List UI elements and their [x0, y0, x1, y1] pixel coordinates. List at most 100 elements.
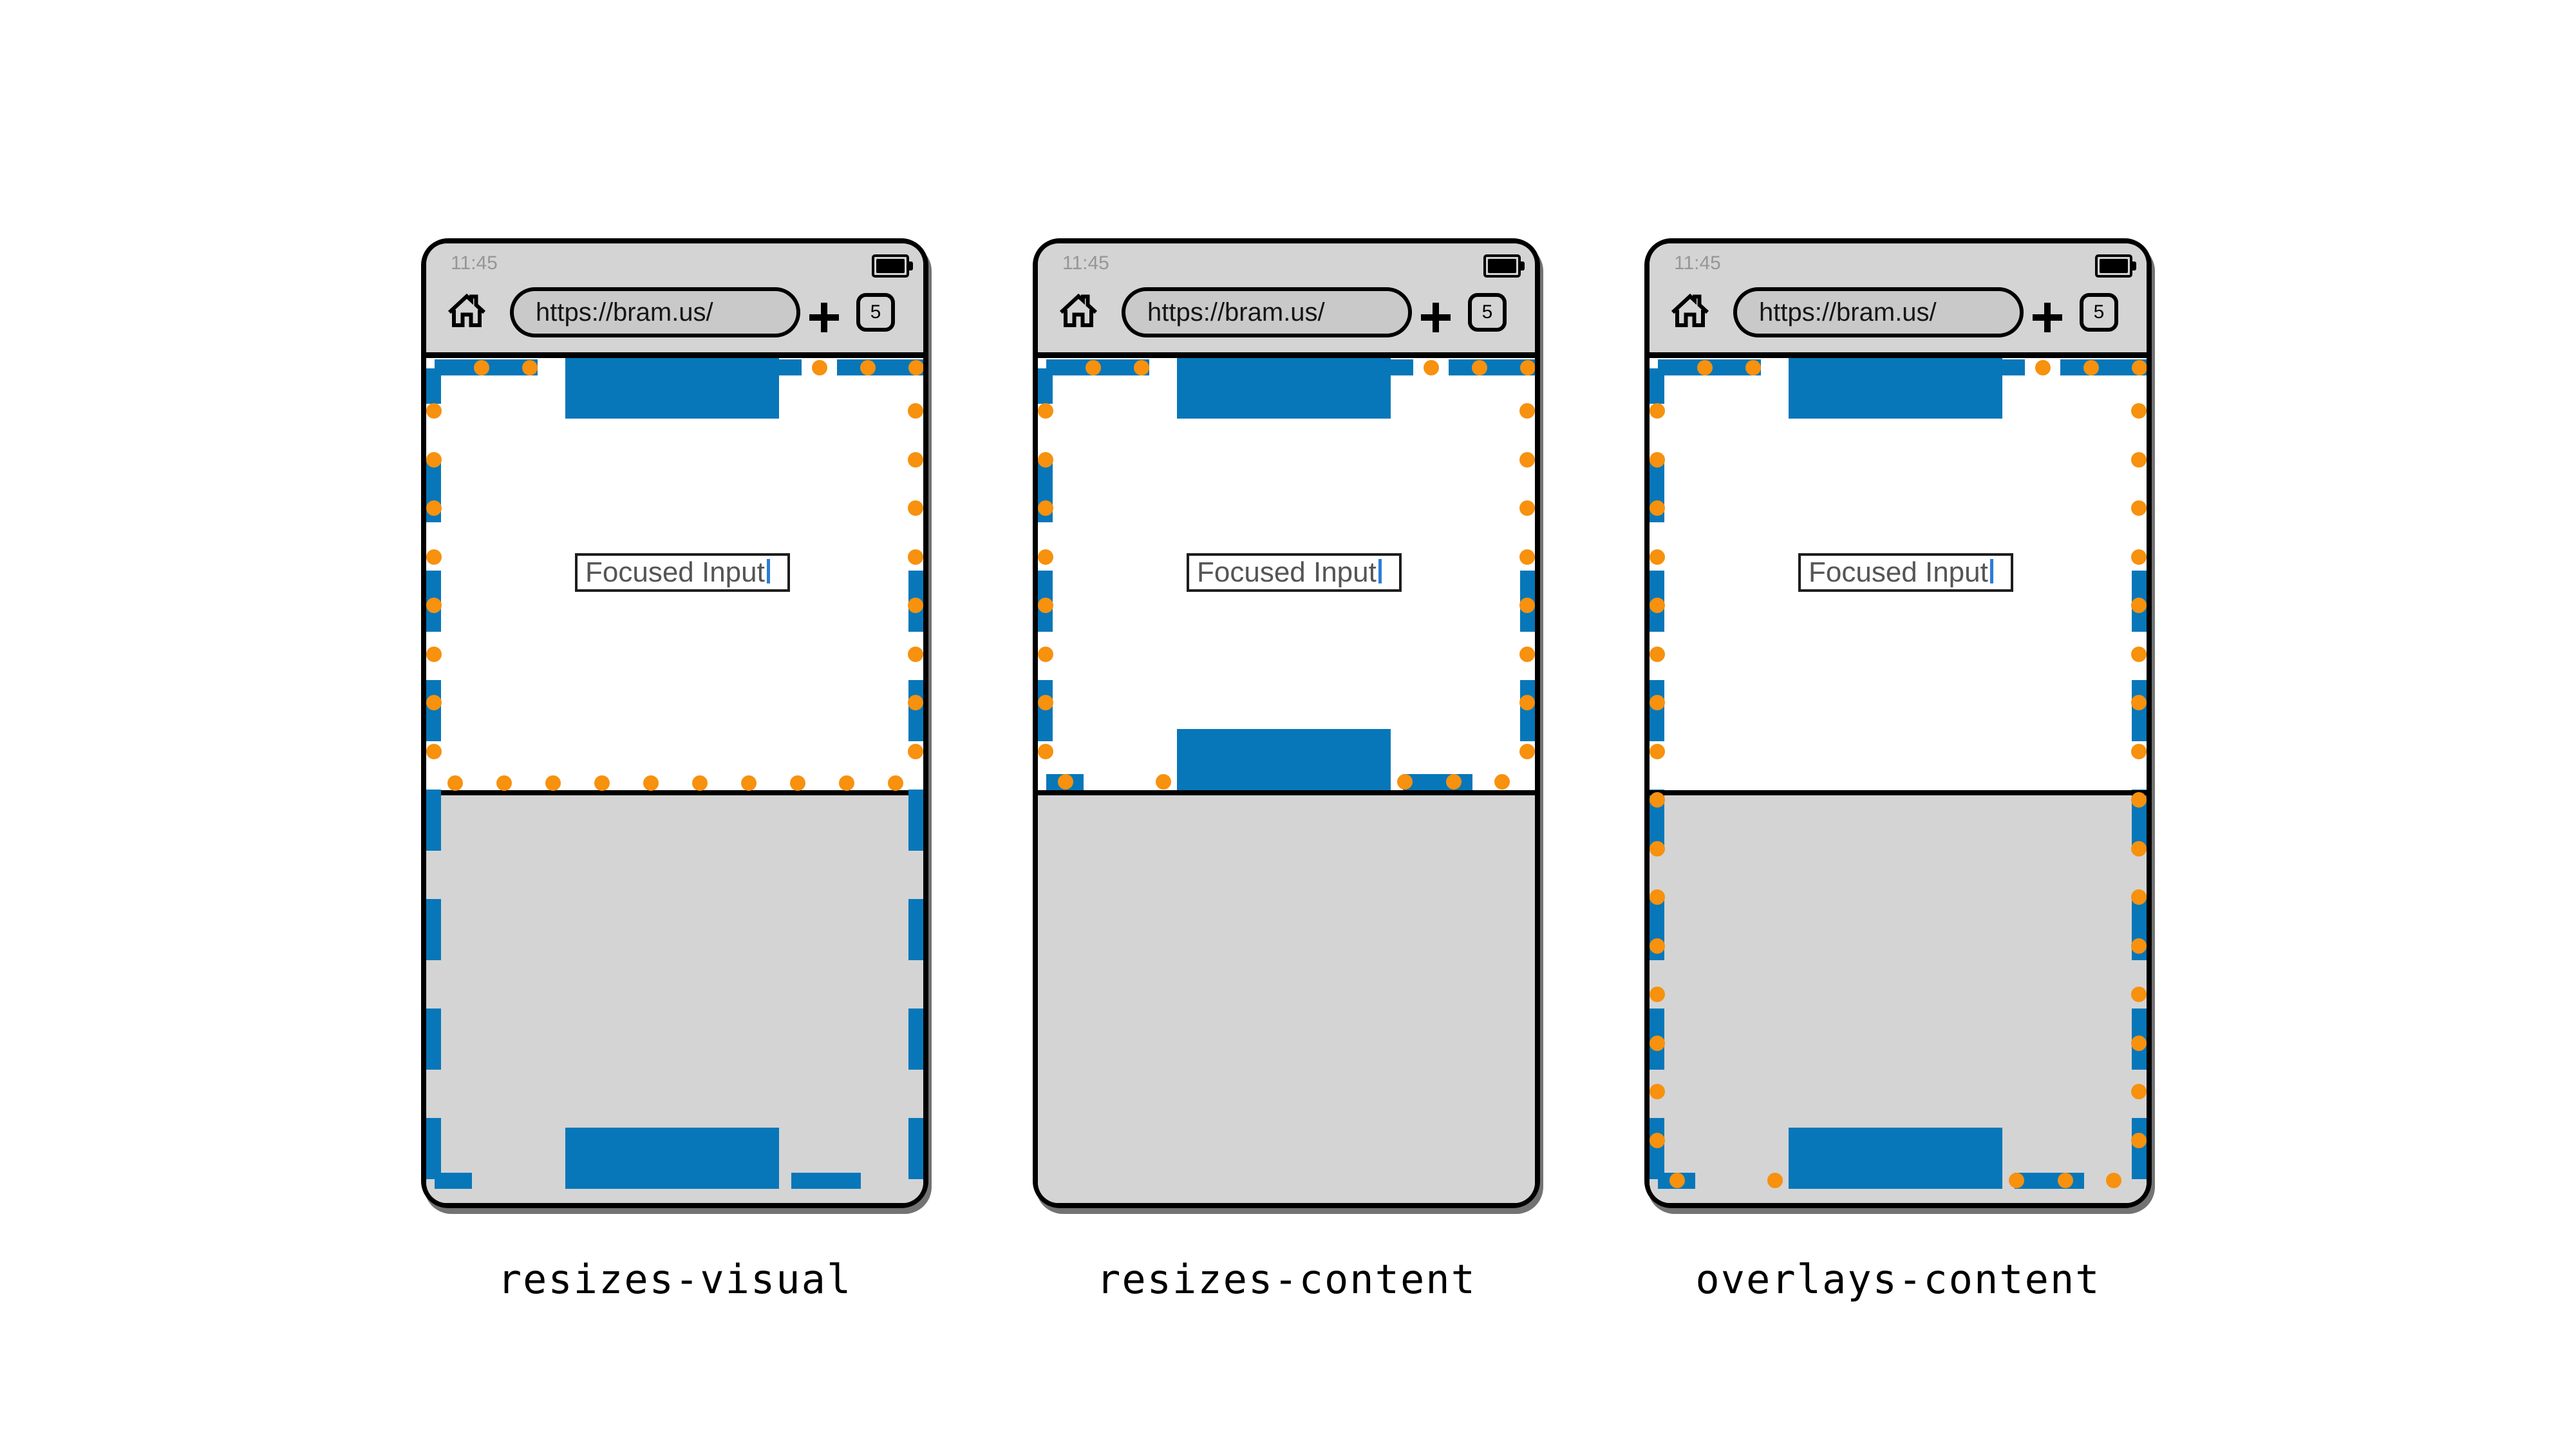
visual-viewport-dot [908, 360, 923, 375]
page-header-block [1789, 358, 2002, 419]
visual-viewport-dot [1494, 774, 1510, 790]
visual-viewport-dot [1650, 451, 1665, 468]
layout-viewport-dash [908, 790, 923, 851]
visual-viewport-dot [2131, 1084, 2147, 1099]
visual-viewport-dot [1650, 840, 1665, 857]
new-tab-button[interactable] [2033, 303, 2062, 332]
battery-fill [1488, 259, 1516, 273]
url-bar[interactable]: https://bram.us/ [510, 287, 800, 337]
focused-input[interactable]: Focused Input [1798, 553, 2013, 592]
visual-viewport-dot [692, 775, 708, 791]
visual-viewport-dot [1650, 792, 1665, 808]
layout-viewport-dash [426, 1009, 441, 1070]
visual-viewport-dot [1650, 743, 1665, 759]
visual-viewport-dot [1650, 1132, 1665, 1148]
visual-viewport-dot [1650, 598, 1665, 613]
visual-viewport-dot [1472, 360, 1487, 375]
layout-viewport-dash [908, 1118, 923, 1179]
layout-viewport-dash [426, 368, 441, 404]
layout-viewport-dash [426, 1118, 441, 1179]
visual-viewport-dot [2131, 743, 2147, 759]
layout-viewport-dash [1520, 680, 1535, 741]
focused-input[interactable]: Focused Input [1187, 553, 1402, 592]
new-tab-button[interactable] [1421, 303, 1451, 332]
visual-viewport-dot [741, 775, 757, 791]
layout-viewport-dash [908, 1009, 923, 1070]
page-viewport: Focused Input [1038, 358, 1535, 1203]
visual-viewport-dot [2131, 1035, 2147, 1051]
visual-viewport-dot [1038, 743, 1053, 759]
visual-viewport-dot [426, 743, 442, 759]
tab-counter-button[interactable]: 5 [1468, 293, 1507, 332]
tab-counter-button[interactable]: 5 [856, 293, 895, 332]
status-time: 11:45 [1674, 252, 1721, 274]
visual-viewport-dot [2009, 1173, 2024, 1188]
visual-viewport-dot [1519, 598, 1535, 613]
battery-icon [1483, 254, 1525, 278]
visual-viewport-dot [2131, 451, 2147, 468]
visual-viewport-dot [1519, 743, 1535, 759]
visual-viewport-dot [1650, 500, 1665, 516]
url-bar[interactable]: https://bram.us/ [1733, 287, 2024, 337]
layout-viewport-dash [2015, 1173, 2084, 1189]
visual-viewport-dot [2058, 1173, 2073, 1188]
page-header-block [1177, 358, 1391, 419]
visual-viewport-dot [2131, 646, 2147, 662]
url-bar[interactable]: https://bram.us/ [1122, 287, 1412, 337]
tab-count: 5 [1481, 301, 1493, 323]
plus-icon [821, 303, 827, 332]
visual-viewport-dot [1038, 500, 1053, 516]
browser-chrome: 11:45 https://bram.us/ 5 [1650, 243, 2147, 352]
visual-viewport-dot [2131, 792, 2147, 808]
visual-viewport-dot [496, 775, 512, 791]
visual-viewport-dot [2083, 360, 2099, 375]
mode-label: resizes-visual [497, 1256, 852, 1303]
visual-viewport-dot [908, 598, 923, 613]
visual-viewport-dot [1156, 774, 1171, 790]
page-footer-block [1177, 729, 1391, 790]
visual-viewport-dot [1650, 1035, 1665, 1051]
visual-viewport-dot [2106, 1173, 2121, 1188]
focused-input[interactable]: Focused Input [575, 553, 790, 592]
visual-viewport-dot [2131, 500, 2147, 516]
status-time: 11:45 [1062, 252, 1109, 274]
visual-viewport-dot [2131, 549, 2147, 565]
visual-viewport-dot [426, 598, 442, 613]
visual-viewport-dot [2131, 889, 2147, 905]
url-text: https://bram.us/ [536, 298, 713, 327]
visual-viewport-dot [908, 451, 923, 468]
phone-mockup: 11:45 https://bram.us/ 5 [1033, 238, 1540, 1208]
visual-viewport-dot [1446, 774, 1462, 790]
visual-viewport-dot [594, 775, 610, 791]
home-icon[interactable] [1668, 290, 1712, 334]
layout-viewport-dash [1038, 680, 1053, 741]
battery-fill [876, 259, 905, 273]
layout-viewport-dash [1650, 1118, 1664, 1179]
layout-viewport-dash [2132, 680, 2147, 741]
visual-viewport-dot [1519, 549, 1535, 565]
home-icon[interactable] [445, 290, 489, 334]
visual-viewport-dot [447, 775, 463, 791]
tab-counter-button[interactable]: 5 [2080, 293, 2118, 332]
text-caret [1378, 559, 1382, 583]
layout-viewport-dash [426, 790, 441, 851]
visual-viewport-dot [1038, 451, 1053, 468]
layout-viewport-dash [1650, 680, 1664, 741]
battery-nub [2132, 261, 2136, 270]
layout-viewport-dash [1403, 774, 1472, 790]
virtual-keyboard[interactable] [1038, 795, 1535, 1203]
input-value: Focused Input [1809, 556, 1988, 588]
visual-viewport-dot [426, 549, 442, 565]
visual-viewport-dot [1650, 646, 1665, 662]
visual-viewport-dot [1650, 549, 1665, 565]
visual-viewport-dot [908, 549, 923, 565]
keyboard-top-edge [1038, 790, 1535, 795]
home-icon[interactable] [1057, 290, 1100, 334]
visual-viewport-dot [2131, 695, 2147, 710]
visual-viewport-dot [2132, 360, 2147, 375]
phone-mockup: 11:45 https://bram.us/ 5 [421, 238, 928, 1208]
battery-icon [2095, 254, 2136, 278]
input-value: Focused Input [585, 556, 765, 588]
visual-viewport-dot [1038, 646, 1053, 662]
new-tab-button[interactable] [809, 303, 839, 332]
